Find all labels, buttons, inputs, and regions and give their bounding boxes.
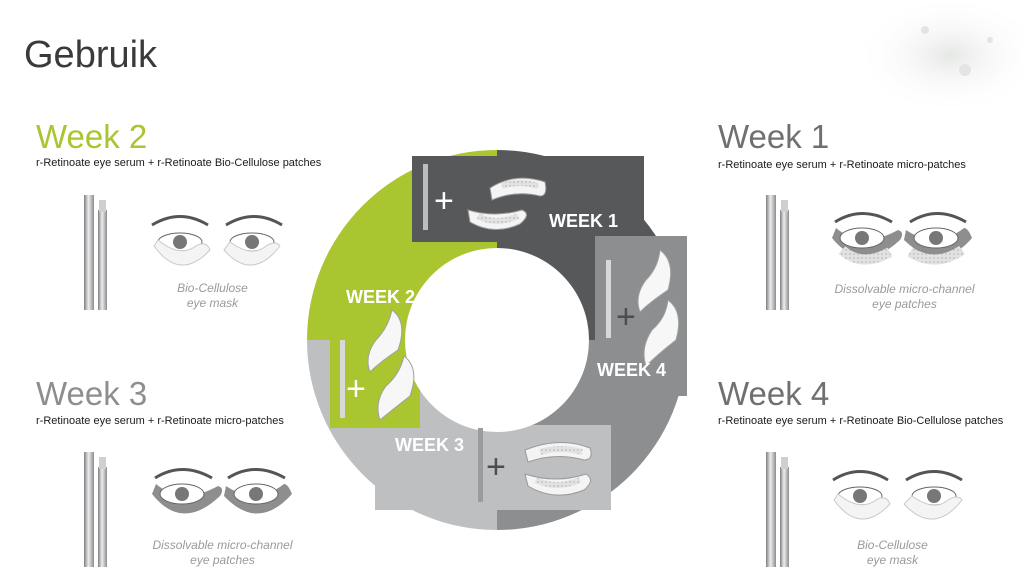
week1-description: r-Retinoate eye serum + r-Retinoate micr… bbox=[718, 159, 966, 171]
week3-caption: Dissolvable micro-channel eye patches bbox=[140, 538, 305, 568]
week1-caption-line2: eye patches bbox=[872, 297, 937, 311]
week1-caption-line1: Dissolvable micro-channel bbox=[834, 282, 975, 296]
cycle-label-week4: WEEK 4 bbox=[597, 360, 666, 380]
week3-description: r-Retinoate eye serum + r-Retinoate micr… bbox=[36, 415, 284, 427]
serum-pen-icon bbox=[84, 195, 107, 310]
biocellulose-patch-icon bbox=[367, 309, 403, 373]
texture-dot bbox=[987, 37, 993, 43]
serum-pen-icon bbox=[423, 164, 428, 230]
panel-week1 bbox=[412, 156, 644, 242]
week4-description: r-Retinoate eye serum + r-Retinoate Bio-… bbox=[718, 415, 1004, 427]
week2-caption-line2: eye mask bbox=[186, 296, 239, 310]
week3-caption-line1: Dissolvable micro-channel bbox=[152, 538, 293, 552]
serum-pen-icon bbox=[606, 260, 611, 338]
week2-heading: Week 2 bbox=[36, 118, 148, 155]
biocellulose-patch-icon bbox=[643, 299, 680, 367]
week3-caption-line2: eye patches bbox=[190, 553, 255, 567]
week1-panel-items bbox=[423, 164, 547, 230]
week4-panel-items bbox=[606, 249, 680, 367]
texture-dot bbox=[959, 64, 971, 76]
week4-caption-line1: Bio-Cellulose bbox=[857, 538, 928, 552]
eyes-biocellulose-icon bbox=[832, 470, 963, 520]
plus-icon: + bbox=[346, 370, 366, 408]
eyes-micropatch-icon bbox=[832, 212, 972, 265]
eyes-biocellulose-icon bbox=[151, 215, 283, 266]
plus-icon: + bbox=[434, 182, 454, 220]
week3-heading: Week 3 bbox=[36, 375, 148, 412]
serum-pen-icon bbox=[766, 195, 789, 310]
cycle-label-week2: WEEK 2 bbox=[346, 287, 415, 307]
week2-description: r-Retinoate eye serum + r-Retinoate Bio-… bbox=[36, 157, 322, 169]
serum-pen-icon bbox=[84, 452, 107, 567]
panel-week3 bbox=[375, 425, 611, 510]
eyes-micropatch-icon bbox=[152, 468, 292, 514]
biocellulose-patch-icon bbox=[637, 249, 672, 313]
page-title: Gebruik bbox=[24, 34, 158, 76]
serum-pen-icon bbox=[766, 452, 789, 567]
serum-pen-icon bbox=[478, 428, 483, 502]
week1-heading: Week 1 bbox=[718, 118, 830, 155]
week3-panel-items bbox=[478, 428, 592, 502]
serum-pen-icon bbox=[340, 340, 345, 418]
texture-dot bbox=[921, 26, 929, 34]
plus-icon: + bbox=[486, 448, 506, 486]
biocellulose-patch-icon bbox=[377, 355, 415, 421]
cycle-label-week1: WEEK 1 bbox=[549, 211, 618, 231]
week2-caption: Bio-Cellulose eye mask bbox=[150, 281, 275, 311]
week2-panel-items bbox=[340, 309, 415, 421]
plus-icon: + bbox=[616, 298, 636, 336]
week2-caption-line1: Bio-Cellulose bbox=[177, 281, 248, 295]
week1-caption: Dissolvable micro-channel eye patches bbox=[822, 282, 987, 312]
week4-heading: Week 4 bbox=[718, 375, 830, 412]
week4-caption-line2: eye mask bbox=[866, 553, 919, 567]
week4-caption: Bio-Cellulose eye mask bbox=[830, 538, 955, 568]
cycle-label-week3: WEEK 3 bbox=[395, 435, 464, 455]
texture-blob bbox=[855, 0, 1024, 115]
